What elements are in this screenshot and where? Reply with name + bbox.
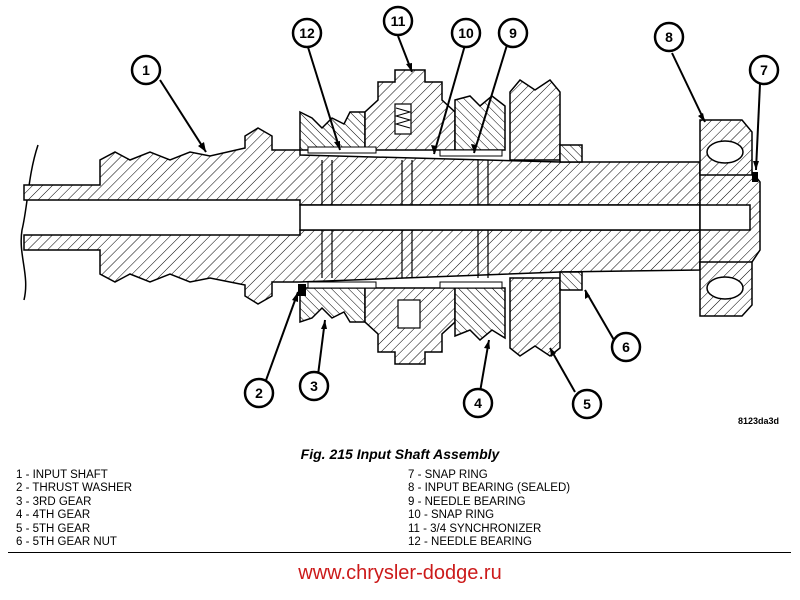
callout-circle — [748, 54, 780, 86]
3rd-gear-lower — [299, 287, 366, 324]
3rd-gear-upper — [299, 110, 366, 151]
legend-item: 5 - 5TH GEAR — [16, 522, 91, 535]
legend-item: 8 - INPUT BEARING (SEALED) — [408, 482, 571, 495]
callout-number: 3 — [310, 378, 318, 394]
legend-item: 10 - SNAP RING — [408, 509, 495, 522]
legend-item: 1 - INPUT SHAFT — [16, 469, 108, 481]
shaft-bore — [299, 204, 751, 231]
input-bearing — [699, 119, 753, 317]
website-watermark: www.chrysler-dodge.ru — [298, 562, 502, 584]
footer-divider — [8, 552, 791, 553]
callout-circle — [382, 5, 414, 37]
callout-number: 10 — [458, 25, 474, 41]
5th-gear-upper — [509, 79, 561, 161]
callout-circle — [243, 377, 275, 409]
callout-number: 4 — [474, 395, 482, 411]
needle-bearing-9 — [439, 149, 503, 157]
legend-item: 2 - THRUST WASHER — [16, 482, 133, 495]
callout-circle — [610, 331, 642, 363]
legend-item: 3 - 3RD GEAR — [16, 495, 92, 508]
callout-number: 11 — [391, 13, 406, 29]
legend-item: 11 - 3/4 SYNCHRONIZER — [408, 522, 542, 535]
shaft-break-line — [20, 144, 39, 301]
callout-circle — [462, 387, 494, 419]
snap-ring-7 — [752, 172, 758, 182]
callout-circle — [497, 17, 529, 49]
callout-number: 9 — [509, 25, 517, 41]
callout-number: 7 — [760, 62, 768, 78]
legend-right: 7 - SNAP RING 8 - INPUT BEARING (SEALED)… — [408, 469, 570, 549]
callout-number: 5 — [583, 396, 591, 412]
callout-circle — [291, 17, 323, 49]
4th-gear-upper — [454, 95, 506, 151]
callout-number: 12 — [299, 25, 315, 41]
callout-circle — [653, 21, 685, 53]
legend-item: 6 - 5TH GEAR NUT — [16, 536, 117, 549]
5th-gear-lower — [509, 277, 561, 357]
figure-caption: Fig. 215 Input Shaft Assembly — [300, 446, 500, 462]
callout-circle — [571, 388, 603, 420]
callout-circle — [298, 370, 330, 402]
legend-item: 4 - 4TH GEAR — [16, 509, 91, 522]
needle-bearing-12 — [307, 146, 377, 154]
callout-number: 2 — [255, 385, 263, 401]
oil-passages — [321, 160, 489, 278]
callout-circle — [450, 17, 482, 49]
thrust-washer — [298, 284, 306, 296]
callout-number: 8 — [665, 29, 673, 45]
4th-gear-lower — [454, 287, 506, 342]
legend-item: 9 - NEEDLE BEARING — [408, 495, 526, 508]
5th-gear-nut-lower — [559, 271, 583, 291]
callout-number: 6 — [622, 339, 630, 355]
callout-number: 1 — [142, 62, 150, 78]
figure-code: 8123da3d — [738, 416, 780, 426]
legend-left: 1 - INPUT SHAFT 2 - THRUST WASHER 3 - 3R… — [16, 469, 132, 549]
5th-gear-nut-upper — [559, 144, 583, 163]
legend-item: 7 - SNAP RING — [408, 469, 488, 481]
callout-circle — [130, 54, 162, 86]
legend-item: 12 - NEEDLE BEARING — [408, 536, 532, 549]
